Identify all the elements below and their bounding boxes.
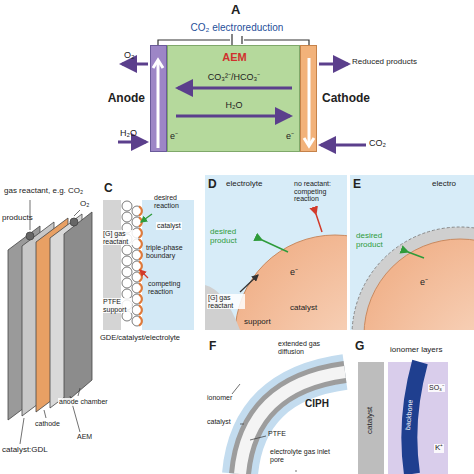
catalyst-particle: [350, 175, 474, 330]
annotation-label: desired product: [356, 232, 406, 250]
annotation-label: products: [2, 214, 33, 223]
annotation-label: AEM: [76, 433, 93, 441]
electrode-box: Anode: [150, 45, 167, 152]
ionomer-layers: [388, 362, 448, 474]
gas-arrow: [240, 275, 258, 292]
annotation-label: catalyst: [156, 222, 182, 230]
leader-line: [232, 384, 296, 472]
annotation-label: electro: [432, 180, 456, 189]
annotation-label: ionomer layers: [390, 346, 442, 355]
annotation-label: CO₂: [369, 139, 386, 149]
panel-letter: C: [104, 182, 113, 195]
box-label: Anode: [108, 92, 145, 105]
annotation-label: support: [244, 318, 271, 327]
panel-letter: A: [231, 3, 240, 17]
annotation-label: catalyst: [290, 304, 317, 313]
annotation-label: e⁻: [170, 132, 178, 142]
annotation-label: [G] gas reactant: [102, 230, 138, 245]
catalyst-particle: [205, 175, 347, 330]
box-label: Cathode: [322, 92, 370, 105]
annotation-label: e⁻: [420, 278, 428, 288]
panel-letter: CIPH: [305, 398, 329, 409]
box-label: AEM: [168, 51, 301, 63]
ciph-tube: [240, 372, 345, 474]
annotation-label: [G] gas reactant: [207, 294, 245, 309]
annotation-label: cathode: [34, 420, 61, 428]
catalyst-block: [358, 362, 384, 474]
electrolyzer-stack: [8, 212, 92, 420]
annotation-label: electrolyte: [226, 180, 262, 189]
reaction-arrow: [140, 270, 148, 278]
annotation-label: catalyst: [367, 406, 376, 433]
panel-letter: F: [209, 340, 216, 353]
reaction-arrow: [141, 214, 152, 222]
annotation-label: PTFE: [268, 430, 286, 438]
electrode-box: Cathode: [300, 45, 317, 152]
annotation-label: H₂O: [120, 129, 137, 139]
electrolyte-region: [142, 200, 194, 330]
annotation-label: e⁻: [290, 268, 298, 278]
annotation-label: Reduced products: [352, 58, 417, 67]
annotation-label: desired reaction: [154, 194, 194, 209]
annotation-label: CO₃²⁻/HCO₃⁻: [168, 73, 300, 83]
annotation-label: no reactant: competing reaction: [294, 180, 346, 203]
annotation-label: catalyst: [206, 418, 232, 426]
annotation-label: GDE/catalyst/electrolyte: [100, 334, 180, 342]
panel-letter: D: [208, 178, 217, 191]
annotation-label: desired product: [210, 228, 262, 246]
annotation-label: O₂: [80, 200, 89, 209]
annotation-label: H₂O: [168, 101, 300, 111]
annotation-label: extended gas diffusion: [278, 340, 342, 355]
annotation-label: gas reactant, e.g. CO₂: [3, 187, 84, 196]
product-arrow: [262, 240, 288, 252]
annotation-label: triple-phase boundary: [146, 244, 192, 259]
panel-letter: G: [355, 340, 364, 353]
annotation-label: O₂: [124, 51, 135, 61]
annotation-label: electrolyte gas inlet pore: [270, 448, 342, 463]
annotation-label: anode chamber: [58, 398, 109, 406]
annotation-label: CO₂ electroreduction: [170, 22, 304, 33]
annotation-label: K⁺: [434, 444, 444, 453]
annotation-label: catalyst:GDL: [2, 446, 48, 455]
annotation-label: ionomer: [206, 394, 233, 402]
panel-letter: E: [353, 178, 361, 191]
electrode-box: AEM: [167, 45, 300, 152]
annotation-label: SO₃⁻: [428, 384, 445, 392]
annotation-label: PTFE support: [102, 298, 132, 313]
annotation-label: e⁻: [286, 132, 294, 142]
annotation-label: competing reaction: [148, 280, 192, 295]
leader-line: [20, 200, 80, 444]
competing-arrow: [316, 214, 322, 232]
product-arrow: [408, 252, 424, 258]
